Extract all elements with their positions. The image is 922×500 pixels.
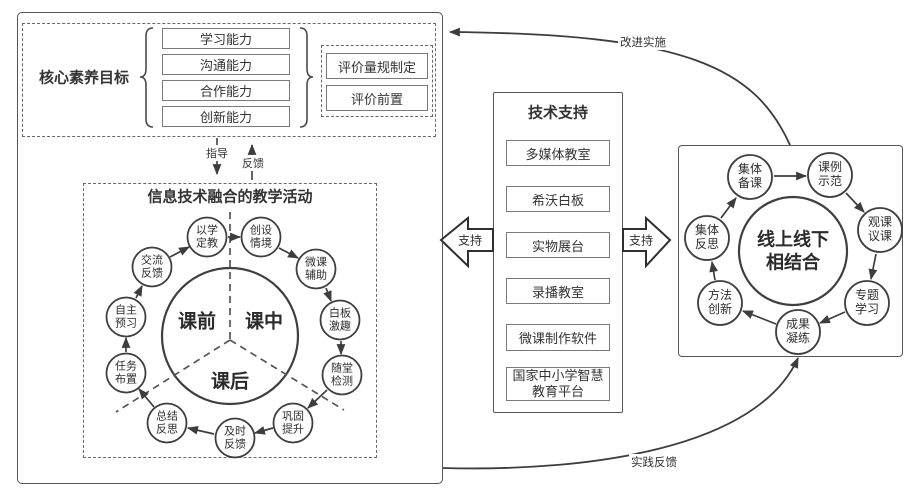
teaching-cycle-arrows — [121, 232, 346, 435]
phase-divider-lines — [115, 212, 345, 413]
tech-item-label: 多媒体教室 — [525, 146, 591, 162]
phase-label-during: 课中 — [244, 311, 284, 333]
tech-item-box: 国家中小学智慧教育平台 — [506, 367, 610, 401]
ability-box: 沟通能力 — [162, 54, 290, 75]
cycle-node-label: 以学定教 — [196, 224, 218, 249]
left-brace — [139, 27, 154, 128]
tech-item-box: 录播教室 — [506, 278, 610, 304]
support-left-label: 支持 — [457, 233, 483, 248]
core-goal-dashed-box — [22, 23, 436, 137]
tech-item-label: 微课制作软件 — [518, 331, 597, 346]
support-right-label: 支持 — [628, 233, 654, 248]
ability-label: 创新能力 — [199, 110, 252, 125]
phase-label-after: 课后 — [210, 371, 250, 393]
cycle-node-label: 创设情境 — [250, 224, 272, 249]
cycle-node-label: 总结反思 — [156, 410, 178, 435]
ability-box: 创新能力 — [162, 106, 290, 127]
guide-label: 指导 — [204, 145, 230, 161]
evaluation-box: 评价前置 — [326, 85, 428, 111]
teaching-cycle-circles — [105, 216, 363, 459]
tech-item-box: 微课制作软件 — [506, 324, 610, 351]
practice-flow-curve — [442, 356, 799, 470]
cycle-node-label: 交流反馈 — [141, 254, 163, 279]
research-node-label: 集体反思 — [694, 223, 719, 251]
practice-flow-label: 实践反馈 — [629, 454, 679, 470]
research-box — [678, 145, 903, 357]
cycle-node-label: 自主预习 — [115, 304, 137, 329]
ability-label: 学习能力 — [199, 32, 252, 47]
cycle-node-label: 白板激趣 — [329, 307, 351, 332]
tech-item-label: 国家中小学智慧教育平台 — [512, 368, 604, 399]
research-cycle-circles — [684, 152, 903, 355]
cycle-node-label: 及时反馈 — [224, 425, 246, 450]
activity-title: 信息技术融合的教学活动 — [147, 188, 313, 206]
research-node-label: 课例示范 — [817, 160, 842, 188]
evaluation-dashed-box — [321, 45, 433, 117]
core-goal-title: 核心素养目标 — [38, 69, 130, 87]
research-cycle-arrows — [709, 171, 878, 325]
ability-box: 学习能力 — [162, 28, 290, 49]
feedback-label: 反馈 — [240, 155, 266, 171]
research-node-label: 观课议课 — [867, 215, 892, 243]
left-outer-box — [17, 12, 443, 484]
phase-label-before: 课前 — [177, 311, 217, 333]
ability-label: 沟通能力 — [199, 58, 252, 73]
ability-box: 合作能力 — [162, 80, 290, 101]
tech-item-box: 多媒体教室 — [506, 140, 610, 166]
cycle-node-label: 微课辅助 — [305, 256, 327, 281]
research-node-label: 专题学习 — [854, 288, 879, 316]
improve-flow-curve — [448, 27, 791, 146]
improve-flow-label: 改进实施 — [618, 34, 668, 50]
cycle-node-label: 随堂检测 — [331, 362, 353, 387]
tech-support-box — [493, 92, 623, 413]
research-node-label: 集体备课 — [737, 162, 762, 190]
research-node-label: 成果凝练 — [785, 317, 810, 345]
ability-label: 合作能力 — [199, 84, 252, 99]
evaluation-label: 评价量规制定 — [337, 59, 416, 75]
support-arrow-right — [622, 215, 672, 269]
cycle-node-label: 巩固提升 — [282, 410, 304, 435]
tech-item-label: 实物展台 — [531, 238, 584, 254]
research-center-circle — [737, 195, 849, 307]
research-center-label: 线上线下相结合 — [757, 229, 829, 273]
support-arrow-left — [439, 215, 494, 269]
research-node-label: 方法创新 — [707, 288, 732, 316]
right-brace — [299, 27, 314, 128]
evaluation-label: 评价前置 — [350, 91, 403, 107]
cycle-node-label: 任务布置 — [115, 360, 137, 385]
tech-item-label: 录播教室 — [531, 284, 584, 300]
tech-item-box: 实物展台 — [506, 232, 610, 258]
tech-item-box: 希沃白板 — [506, 186, 610, 212]
tech-item-label: 希沃白板 — [531, 192, 584, 208]
evaluation-box: 评价量规制定 — [326, 53, 428, 79]
tech-support-title: 技术支持 — [527, 104, 589, 122]
